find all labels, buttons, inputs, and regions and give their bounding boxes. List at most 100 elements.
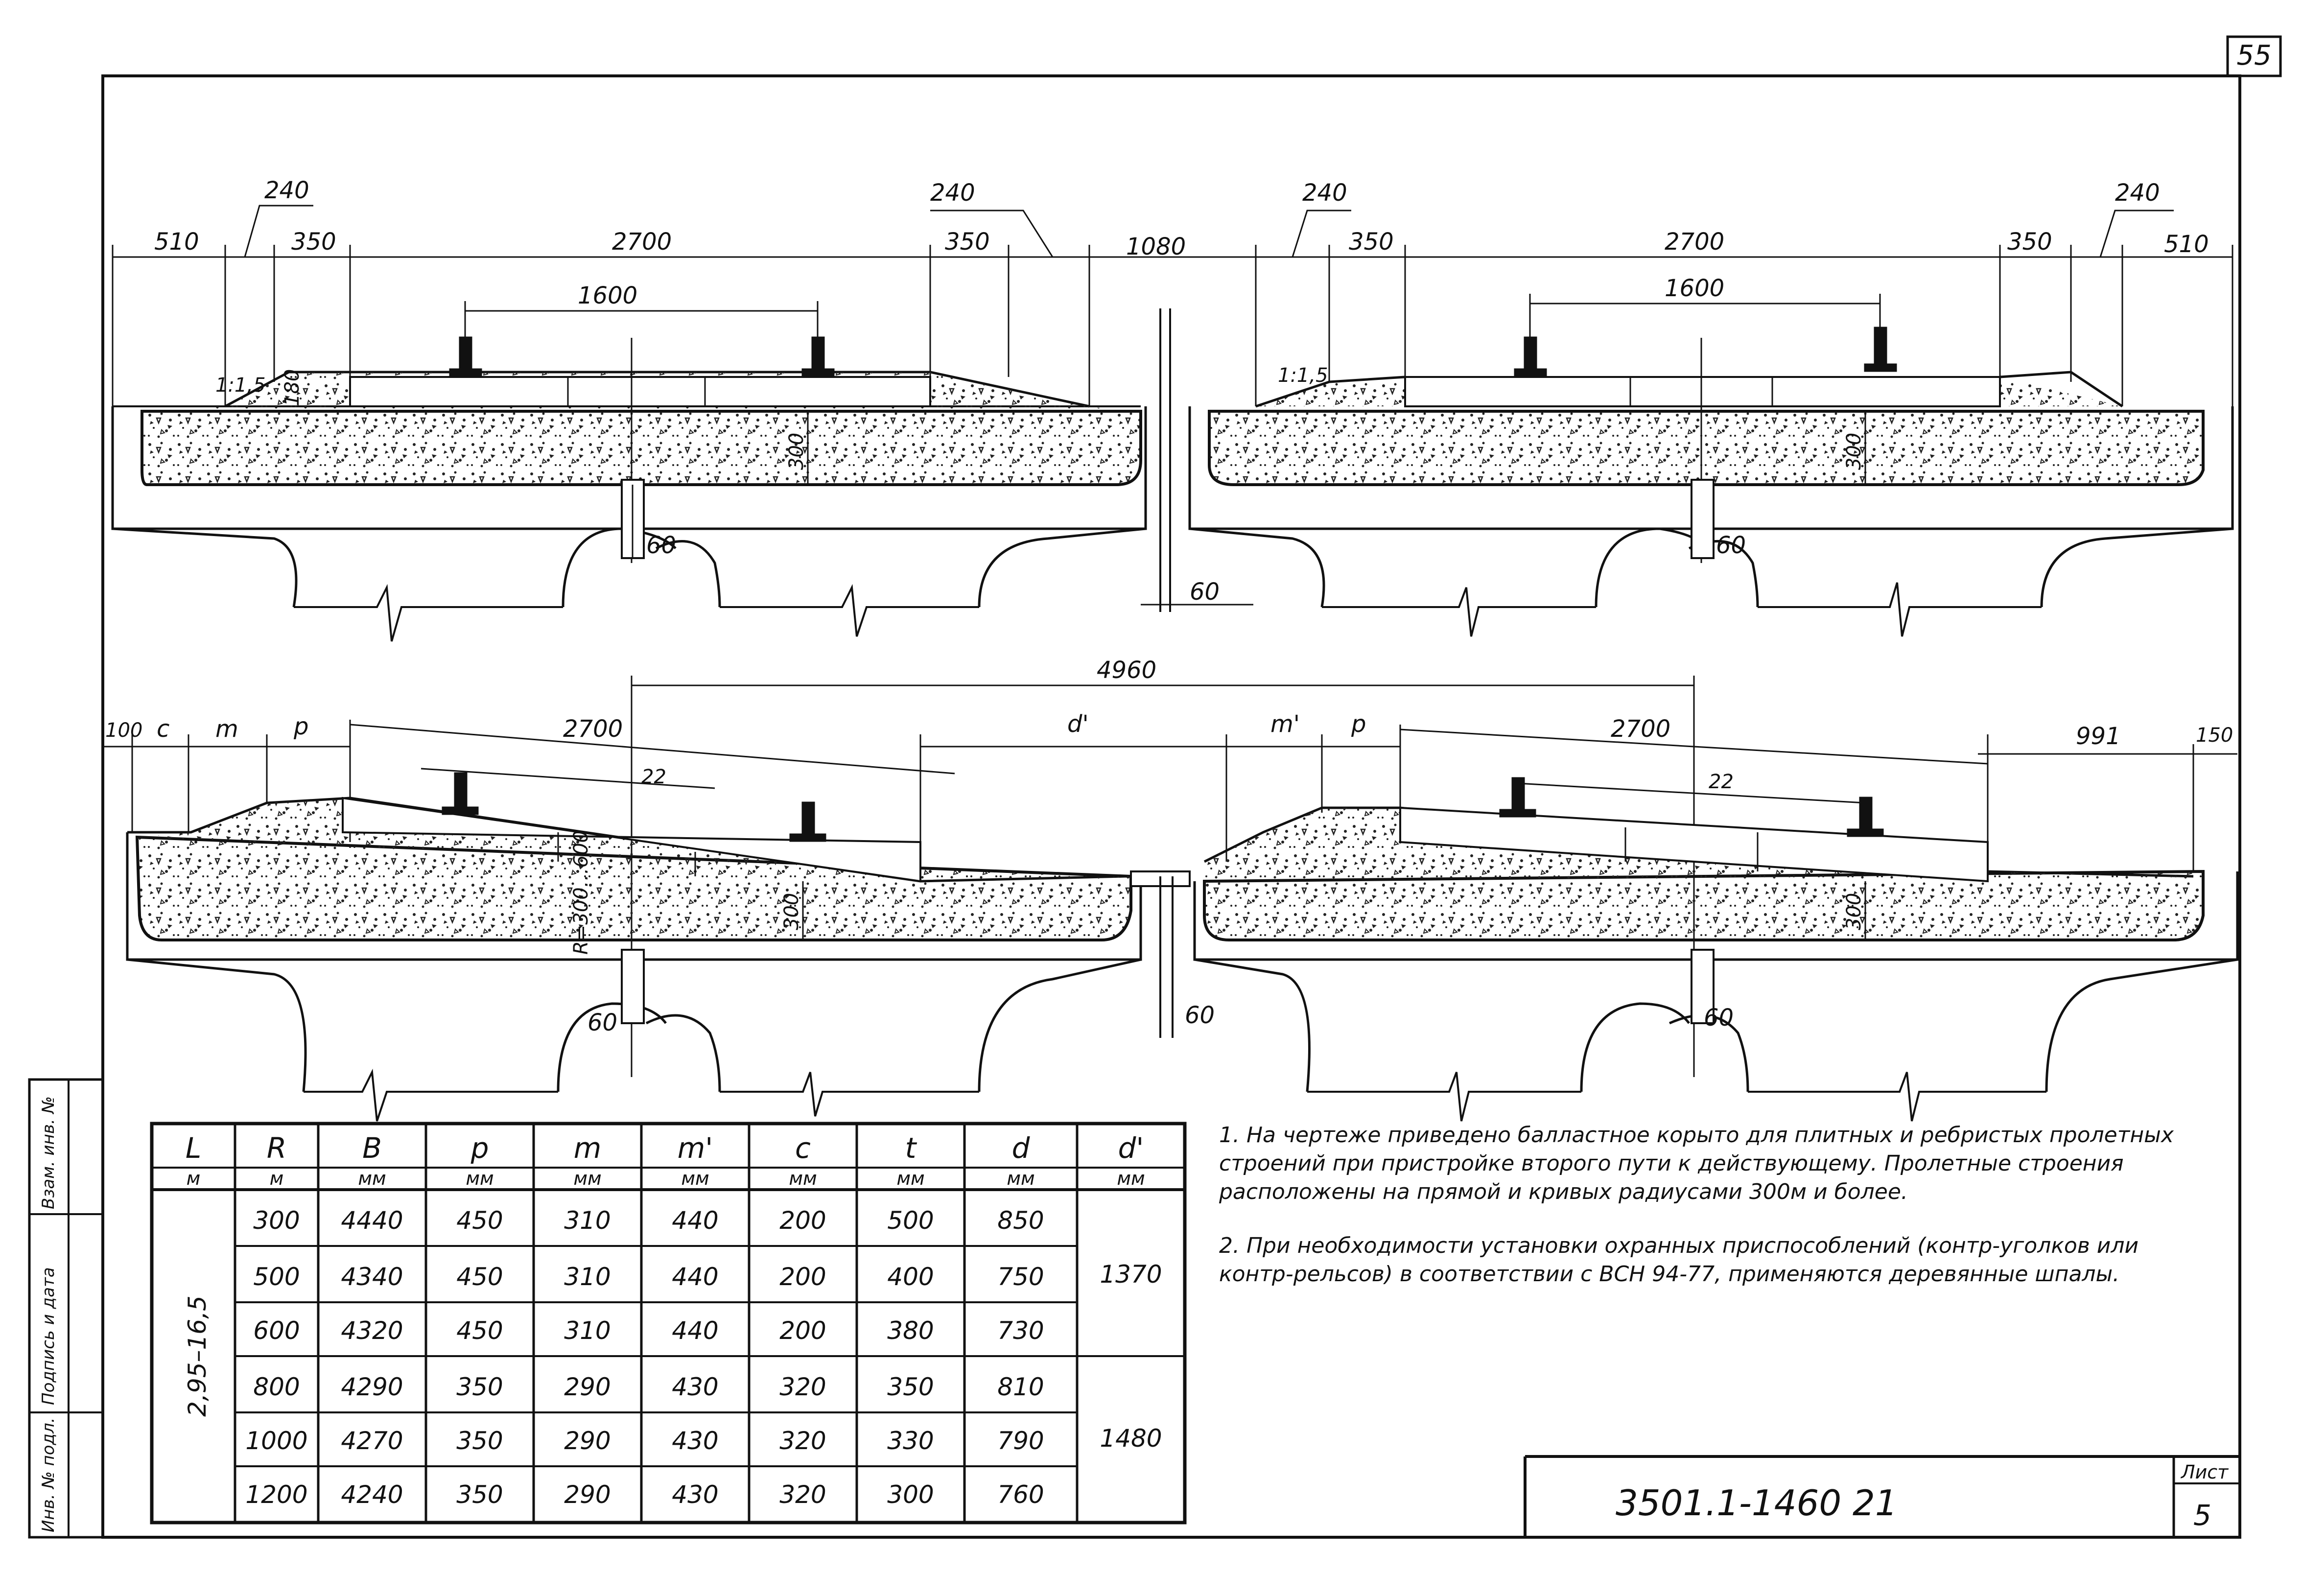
unit-m: мм [573, 1168, 601, 1189]
table-cell: 350 [456, 1373, 503, 1401]
top-section-labels: 510 240 350 2700 350 240 1600 1:1,5 180 … [154, 177, 2209, 606]
table-cell: 4320 [341, 1316, 403, 1345]
cell-L-value: 2,95–16,5 [183, 1295, 212, 1417]
dim-60-mid: 60 [1185, 1002, 1215, 1029]
dim-300-a: 300 [785, 433, 808, 470]
page-number: 55 [2236, 40, 2271, 71]
dim-180: 180 [281, 369, 304, 406]
dim-22-a: 22 [641, 766, 666, 788]
table-cell: 450 [456, 1206, 503, 1235]
unit-m-prime: мм [681, 1168, 709, 1189]
table-cell: 810 [997, 1373, 1044, 1401]
th-m: m [574, 1131, 602, 1165]
table-cell: 500 [887, 1206, 934, 1235]
th-B: B [362, 1131, 382, 1165]
dim-350-c: 350 [1349, 228, 1394, 256]
th-R: R [267, 1131, 286, 1165]
th-c: c [795, 1131, 811, 1165]
unit-t: мм [896, 1168, 924, 1189]
dim-150: 150 [2196, 724, 2233, 747]
dim-350-b: 350 [945, 228, 990, 256]
table-cell: 750 [997, 1263, 1044, 1291]
stamp-inv-label: Инв. № подл. [39, 1417, 58, 1532]
sheet-label: Лист [2180, 1461, 2229, 1483]
top-cross-section [111, 205, 2234, 642]
dim-22-b: 22 [1709, 771, 1734, 793]
unit-R: м [270, 1168, 284, 1189]
table-cell: 320 [779, 1427, 826, 1455]
unit-d: мм [1007, 1168, 1034, 1189]
dim-300-c: 300 [780, 893, 803, 930]
slope-a: 1:1,5 [215, 374, 266, 397]
table-cell: 760 [997, 1480, 1044, 1509]
dim-350-a: 350 [291, 228, 336, 256]
dim-60-b: 60 [1716, 532, 1746, 559]
parameters-table-text: L R B p m m' c t d d' м м мм мм мм мм мм… [183, 1131, 1162, 1509]
dim-240-b: 240 [930, 179, 975, 207]
table-cell: 450 [456, 1316, 503, 1345]
dim-240-a: 240 [264, 177, 309, 204]
table-cell: 330 [887, 1427, 934, 1455]
cell-d-prime-2: 1480 [1100, 1424, 1162, 1453]
table-cell: 440 [672, 1316, 718, 1345]
dim-300-b: 300 [1843, 433, 1865, 470]
sheet-number: 5 [2193, 1499, 2211, 1532]
th-m-prime: m' [678, 1131, 713, 1165]
bottom-cross-section [103, 676, 2239, 1122]
dim-2700-c: 2700 [563, 715, 623, 743]
table-cell: 4290 [341, 1373, 403, 1401]
table-cell: 350 [887, 1373, 934, 1401]
stamp-replace-label: Взам. инв. № [39, 1096, 58, 1209]
notes: 1. На чертеже приведено балластное корыт… [1219, 1121, 2193, 1314]
table-cell: 200 [779, 1316, 826, 1345]
th-t: t [905, 1131, 917, 1165]
table-cell: 430 [672, 1480, 718, 1509]
table-cell: 310 [564, 1316, 611, 1345]
sheet-frame [101, 74, 2241, 1539]
radius-note: R=300…600 [570, 830, 592, 955]
dim-4960: 4960 [1097, 657, 1156, 684]
dim-300-d: 300 [1843, 893, 1865, 930]
table-cell: 320 [779, 1480, 826, 1509]
table-cell: 1200 [245, 1480, 307, 1509]
dim-m: m [215, 715, 238, 743]
table-cell: 800 [253, 1373, 300, 1401]
dim-991: 991 [2076, 723, 2121, 750]
dim-510-right: 510 [2164, 231, 2209, 258]
table-cell: 310 [564, 1263, 611, 1291]
table-cell: 310 [564, 1206, 611, 1235]
table-cell: 4240 [341, 1480, 403, 1509]
table-cell: 430 [672, 1427, 718, 1455]
dim-c: c [157, 715, 169, 743]
dim-2700-a: 2700 [612, 228, 672, 256]
table-cell: 200 [779, 1263, 826, 1291]
table-cell: 300 [253, 1206, 300, 1235]
table-cell: 290 [564, 1373, 611, 1401]
table-cell: 290 [564, 1480, 611, 1509]
unit-L: м [187, 1168, 201, 1189]
table-cell: 290 [564, 1427, 611, 1455]
dim-1080: 1080 [1126, 233, 1186, 260]
table-cell: 4270 [341, 1427, 403, 1455]
table-cell: 4340 [341, 1263, 403, 1291]
unit-B: мм [358, 1168, 386, 1189]
document-code: 3501.1-1460 21 [1616, 1482, 1898, 1524]
parameters-table [150, 1122, 1187, 1525]
table-cell: 380 [887, 1316, 934, 1345]
title-stamp [1524, 1455, 2240, 1537]
table-cell: 500 [253, 1263, 300, 1291]
th-d-prime: d' [1118, 1131, 1144, 1165]
bottom-section-labels: 4960 100 c m p 2700 22 d' 300 R=300…600 … [105, 657, 2233, 1036]
dim-240-c: 240 [1302, 179, 1347, 207]
table-cell: 320 [779, 1373, 826, 1401]
page-number-box [2226, 35, 2282, 77]
unit-c: мм [789, 1168, 817, 1189]
dim-2700-d: 2700 [1611, 715, 1670, 743]
table-cell: 350 [456, 1427, 503, 1455]
dim-350-d: 350 [2007, 228, 2052, 256]
th-p: p [470, 1131, 489, 1165]
table-cell: 300 [887, 1480, 934, 1509]
cell-d-prime-1: 1370 [1100, 1260, 1162, 1289]
table-cell: 790 [997, 1427, 1044, 1455]
table-cell: 400 [887, 1263, 934, 1291]
